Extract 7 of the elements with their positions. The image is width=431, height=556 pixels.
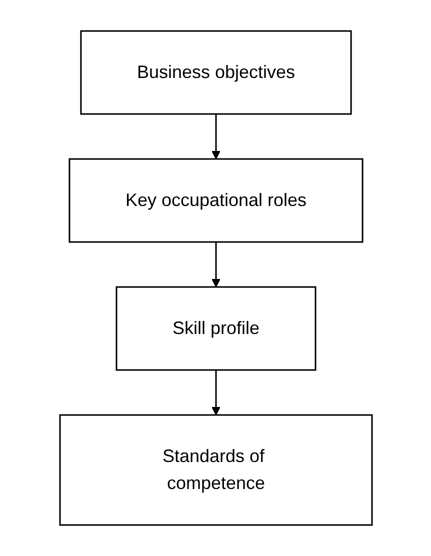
node-box: Business objectives <box>80 30 352 115</box>
node-box: Key occupational roles <box>68 158 363 243</box>
arrow <box>211 242 220 288</box>
node-box: Skill profile <box>115 286 316 371</box>
arrow <box>211 370 220 416</box>
node-box: Standards of competence <box>58 414 372 526</box>
arrow <box>211 114 220 160</box>
